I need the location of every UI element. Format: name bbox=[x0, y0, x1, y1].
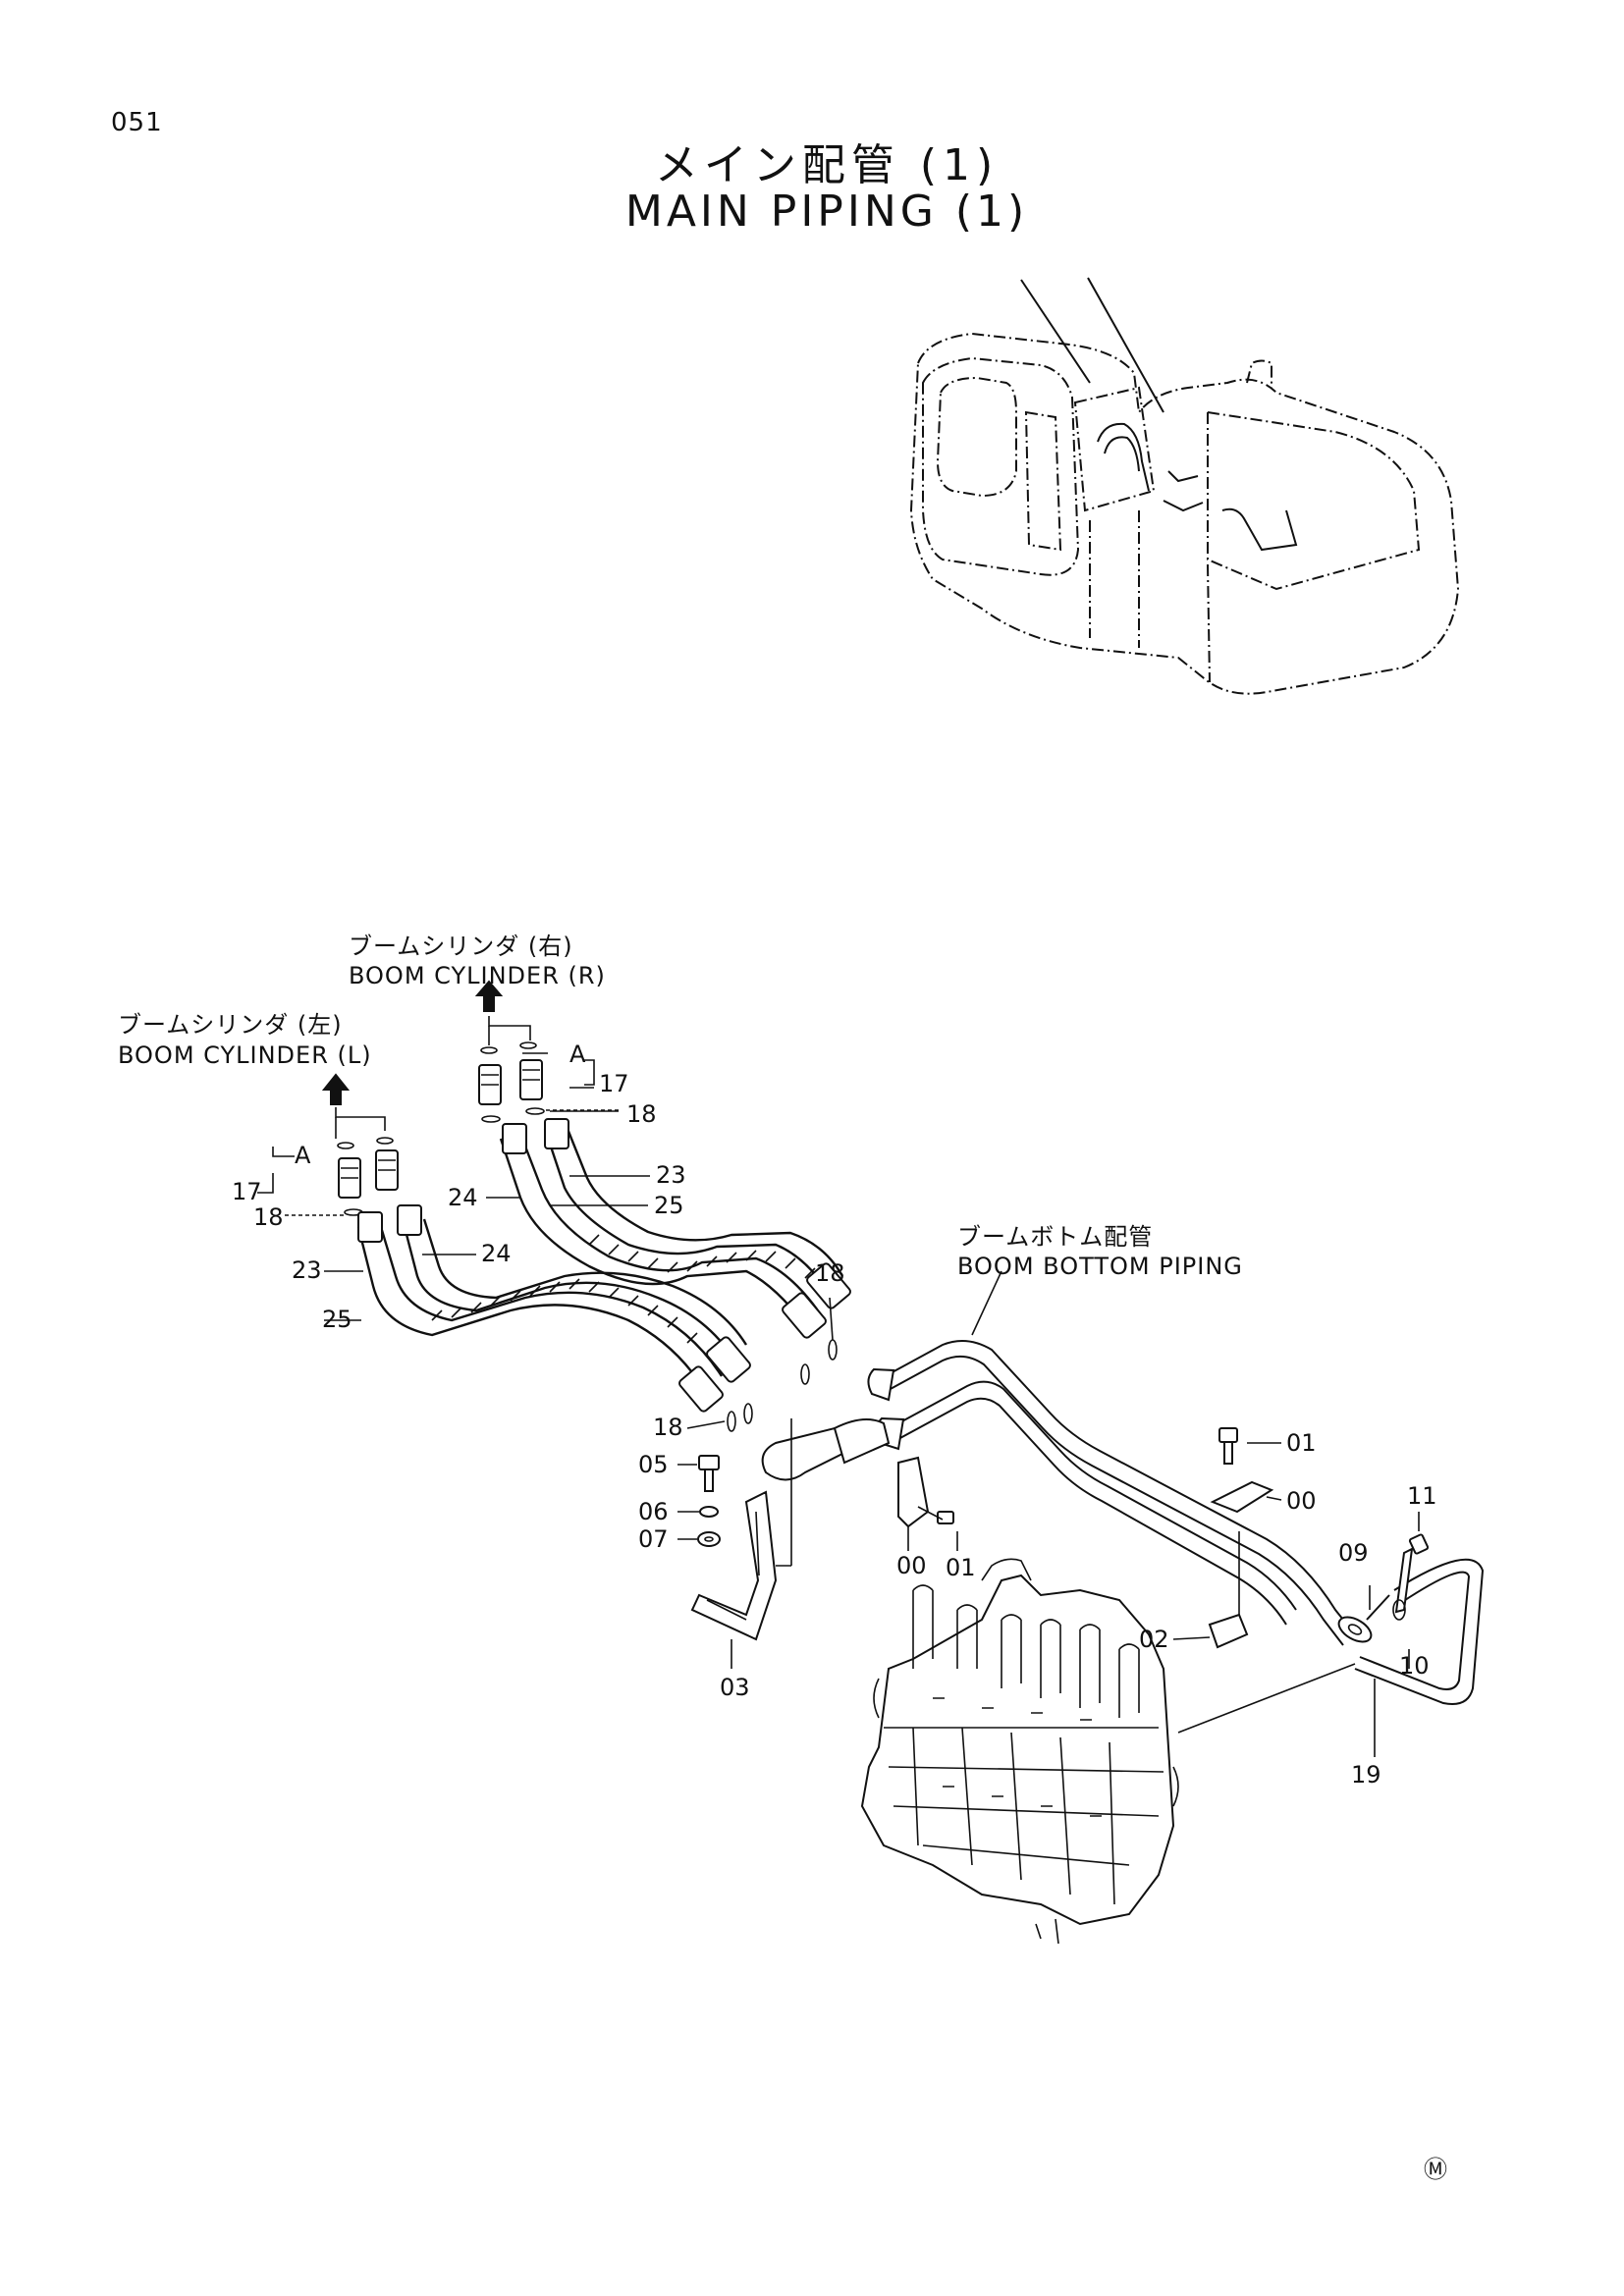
part-number-25-left: 25 bbox=[322, 1306, 352, 1333]
title-english: MAIN PIPING (1) bbox=[624, 187, 1029, 237]
part-number-25-right: 25 bbox=[654, 1192, 684, 1219]
part-number-01-right: 01 bbox=[1286, 1429, 1317, 1457]
control-valve-illustration bbox=[860, 1558, 1179, 1945]
part-number-18-boom-bottom: 18 bbox=[815, 1259, 845, 1287]
part-number-17-right: 17 bbox=[599, 1070, 629, 1097]
part-number-03: 03 bbox=[720, 1674, 750, 1701]
part-number-23-right: 23 bbox=[656, 1161, 686, 1189]
part-number-19: 19 bbox=[1351, 1761, 1381, 1789]
part-number-07: 07 bbox=[638, 1525, 669, 1553]
boom-bottom-piping-en-label: BOOM BOTTOM PIPING bbox=[957, 1253, 1243, 1280]
page-number: 051 bbox=[111, 108, 163, 137]
reference-a-right: A bbox=[569, 1041, 586, 1068]
part-number-18-lower: 18 bbox=[653, 1414, 683, 1441]
pipe-19-assembly bbox=[1177, 1512, 1485, 1757]
part-number-18-left: 18 bbox=[253, 1203, 284, 1231]
part-number-01-left: 01 bbox=[946, 1554, 976, 1581]
excavator-overview-illustration bbox=[909, 277, 1460, 695]
part-number-06: 06 bbox=[638, 1498, 669, 1525]
part-number-09: 09 bbox=[1338, 1539, 1369, 1567]
boom-bottom-piping-jp-label: ブームボトム配管 bbox=[957, 1223, 1153, 1251]
part-number-23-left: 23 bbox=[292, 1256, 322, 1284]
part-number-05: 05 bbox=[638, 1451, 669, 1478]
part-number-00-right: 00 bbox=[1286, 1487, 1317, 1515]
part-number-17-left: 17 bbox=[232, 1178, 262, 1205]
part-number-18-right: 18 bbox=[626, 1100, 657, 1128]
boom-cylinder-right-assembly bbox=[474, 980, 851, 1339]
part-number-24-right: 24 bbox=[448, 1184, 478, 1211]
part-number-11: 11 bbox=[1407, 1482, 1437, 1510]
boom-cylinder-l-jp-label: ブームシリンダ (左) bbox=[118, 1011, 343, 1039]
boom-cylinder-l-en-label: BOOM CYLINDER (L) bbox=[118, 1041, 372, 1069]
part-number-24-left: 24 bbox=[481, 1240, 512, 1267]
boom-bottom-piping-assembly bbox=[677, 1270, 1356, 1669]
part-number-10: 10 bbox=[1399, 1652, 1430, 1680]
title-japanese: メイン配管 (1) bbox=[654, 140, 1000, 190]
part-number-00-left: 00 bbox=[896, 1552, 927, 1579]
boom-cylinder-r-en-label: BOOM CYLINDER (R) bbox=[349, 962, 606, 989]
boom-cylinder-left-assembly bbox=[257, 1073, 751, 1413]
reference-a-left: A bbox=[295, 1142, 311, 1169]
part-number-02: 02 bbox=[1139, 1626, 1169, 1653]
boom-cylinder-r-jp-label: ブームシリンダ (右) bbox=[349, 933, 573, 960]
model-mark: Ⓜ bbox=[1424, 2156, 1447, 2183]
